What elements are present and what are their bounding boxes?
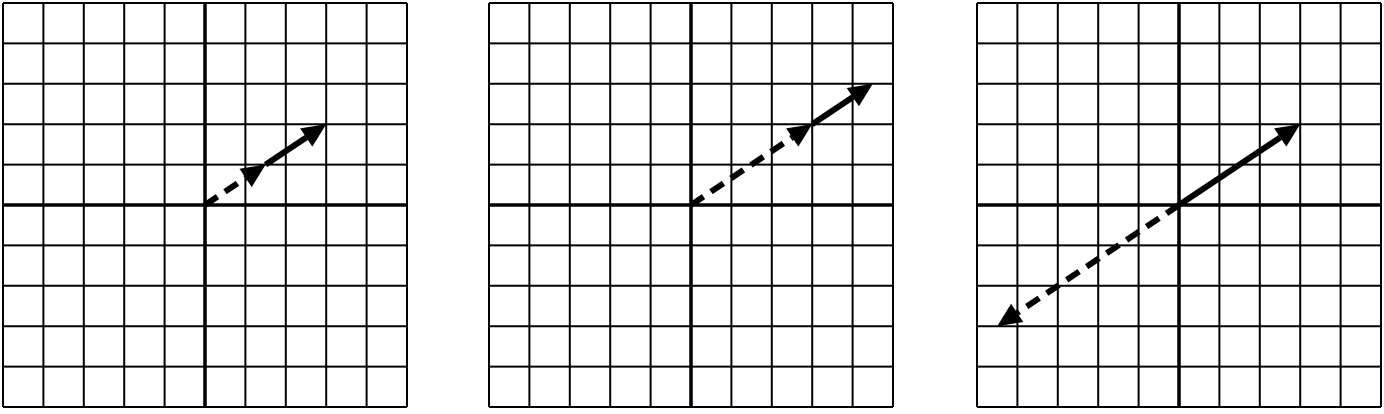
arrowhead-icon <box>1274 124 1301 147</box>
arrowhead-icon <box>997 303 1024 327</box>
grid-panel-3 <box>976 2 1382 408</box>
dashed-arrow-shaft <box>203 175 248 208</box>
solid-arrow-shaft <box>1177 135 1282 208</box>
grid-panel-2 <box>488 2 894 408</box>
arrowhead-icon <box>239 164 266 188</box>
solid-arrow-shaft <box>263 135 308 168</box>
arrowhead-icon <box>786 124 813 147</box>
arrowhead-icon <box>846 83 873 107</box>
dashed-arrow-shaft <box>689 135 794 208</box>
solid-arrow-shaft <box>810 94 855 127</box>
dashed-arrow-shaft <box>1015 202 1181 316</box>
grid-panel-1 <box>2 2 408 408</box>
arrowhead-icon <box>300 124 327 147</box>
